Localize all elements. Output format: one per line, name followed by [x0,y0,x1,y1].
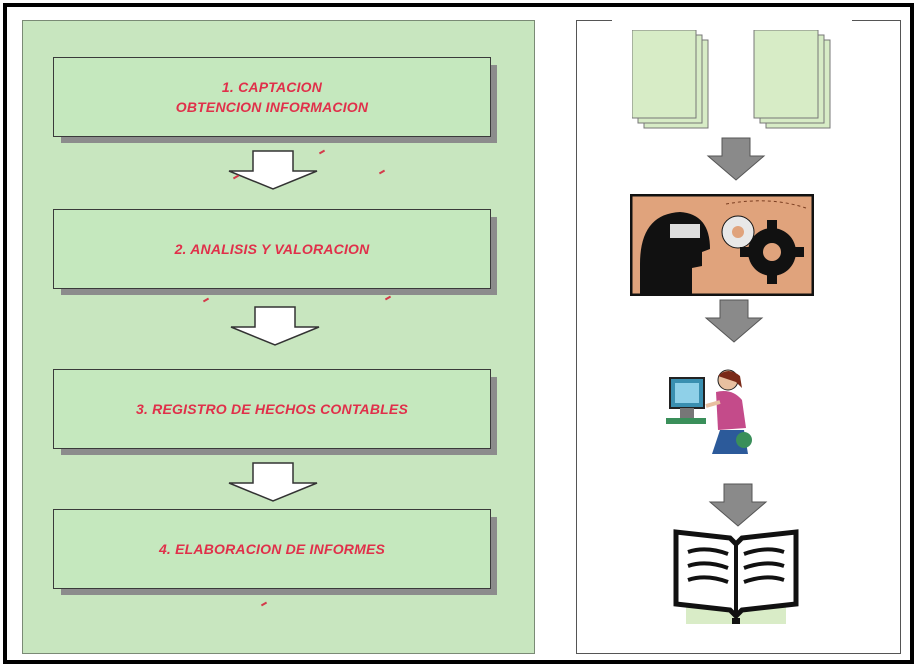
gray-arrow-2 [704,299,764,343]
step-3-box: 3. REGISTRO DE HECHOS CONTABLES [53,369,497,455]
step-1-box: 1. CAPTACION OBTENCION INFORMACION [53,57,497,143]
process-steps-panel: 1. CAPTACION OBTENCION INFORMACION 2. AN… [22,20,535,654]
step-4-box: 4. ELABORACION DE INFORMES [53,509,497,595]
step-1-subtitle: OBTENCION INFORMACION [175,99,369,115]
gray-arrow-1 [706,137,766,181]
step-1-title: 1. CAPTACION [221,79,323,95]
down-arrow-1 [228,150,318,190]
step-2-title: 2. ANALISIS Y VALORACION [174,241,370,257]
decor-tick [378,169,386,175]
step-3-title: 3. REGISTRO DE HECHOS CONTABLES [136,401,408,417]
decor-tick [202,297,210,303]
decor-tick [260,601,268,607]
down-arrow-3 [228,462,318,502]
down-arrow-2 [230,306,320,346]
decor-tick [384,295,392,301]
documents-icon [632,30,831,129]
step-4-title: 4. ELABORACION DE INFORMES [158,541,386,557]
head-gears-icon [630,194,814,296]
person-at-computer-icon [666,369,752,454]
gray-arrow-3 [708,483,768,527]
step-2-box: 2. ANALISIS Y VALORACION [53,209,497,295]
open-book-icon [673,529,799,624]
